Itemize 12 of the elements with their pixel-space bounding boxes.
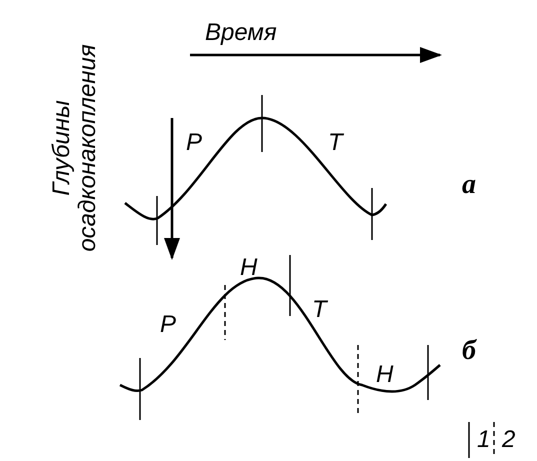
phase-label: Н bbox=[240, 255, 258, 281]
legend-label: 1 bbox=[477, 427, 490, 453]
axis-label: Время bbox=[205, 20, 277, 46]
phase-label: Р bbox=[160, 312, 176, 338]
legend-label: 2 bbox=[502, 427, 516, 453]
phase-label: Т bbox=[312, 297, 327, 323]
axis-label: Глубины осадконакопления bbox=[49, 43, 101, 254]
phase-label: Р bbox=[186, 130, 202, 156]
panel-letter: а bbox=[462, 172, 476, 198]
panel-letter: б bbox=[462, 338, 476, 364]
phase-label: Н bbox=[376, 362, 394, 388]
phase-label: Т bbox=[328, 130, 343, 156]
